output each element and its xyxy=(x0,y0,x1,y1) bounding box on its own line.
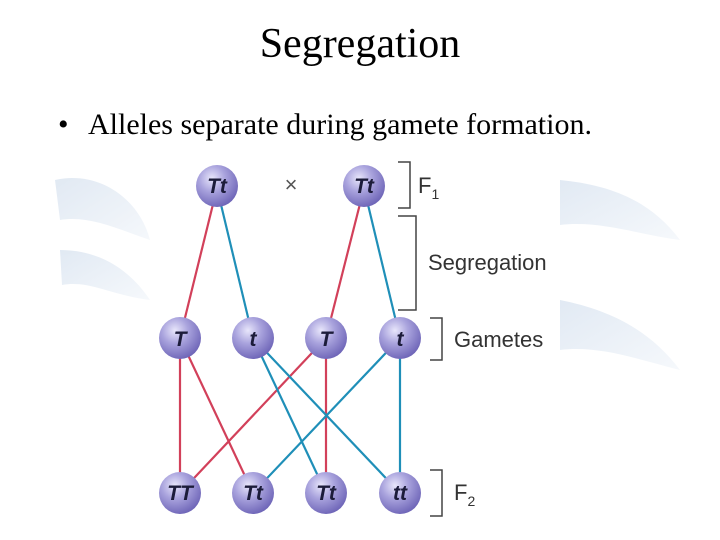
bullet-text: Alleles separate during gamete formation… xyxy=(88,108,592,141)
slide-title: Segregation xyxy=(259,21,461,67)
offspring-node-2: Tt xyxy=(232,472,274,514)
bullet-dot: • xyxy=(58,108,69,141)
svg-text:Tt: Tt xyxy=(354,175,375,198)
bracket-f1 xyxy=(398,161,411,209)
gamete-node-4: t xyxy=(379,317,421,359)
svg-text:t: t xyxy=(250,328,258,351)
svg-text:Tt: Tt xyxy=(207,175,228,198)
bracket-f2 xyxy=(430,469,443,517)
line-g3-o1 xyxy=(179,337,327,494)
cross-symbol: × xyxy=(285,172,298,197)
label-segregation: Segregation xyxy=(428,250,547,275)
svg-text:t: t xyxy=(397,328,405,351)
line-g1-o2 xyxy=(179,337,254,494)
background-swirl-right xyxy=(560,180,680,370)
line-g2-o3 xyxy=(252,337,327,494)
line-g4-o2 xyxy=(252,337,401,494)
label-gametes: Gametes xyxy=(454,327,543,352)
svg-text:tt: tt xyxy=(393,482,408,505)
label-f2: F2 xyxy=(454,480,475,509)
parent-node-1: Tt xyxy=(196,165,238,207)
offspring-node-3: Tt xyxy=(305,472,347,514)
line-p2-g4 xyxy=(362,187,402,339)
svg-text:T: T xyxy=(174,328,189,351)
background-swirl-left xyxy=(55,178,150,300)
bracket-gametes xyxy=(430,317,443,361)
svg-text:TT: TT xyxy=(167,482,195,505)
svg-text:T: T xyxy=(320,328,335,351)
label-f1: F1 xyxy=(418,173,439,202)
svg-text:Tt: Tt xyxy=(243,482,264,505)
parent-node-2: Tt xyxy=(343,165,385,207)
line-p2-g3 xyxy=(324,187,366,339)
offspring-node-4: tt xyxy=(379,472,421,514)
line-p1-g1 xyxy=(178,187,219,339)
gamete-node-2: t xyxy=(232,317,274,359)
svg-text:Tt: Tt xyxy=(316,482,337,505)
gamete-node-1: T xyxy=(159,317,201,359)
gamete-node-3: T xyxy=(305,317,347,359)
offspring-node-1: TT xyxy=(159,472,201,514)
bracket-segregation xyxy=(398,215,417,311)
bullet-point: • Alleles separate during gamete formatio… xyxy=(58,108,592,142)
line-p1-g2 xyxy=(215,187,255,339)
